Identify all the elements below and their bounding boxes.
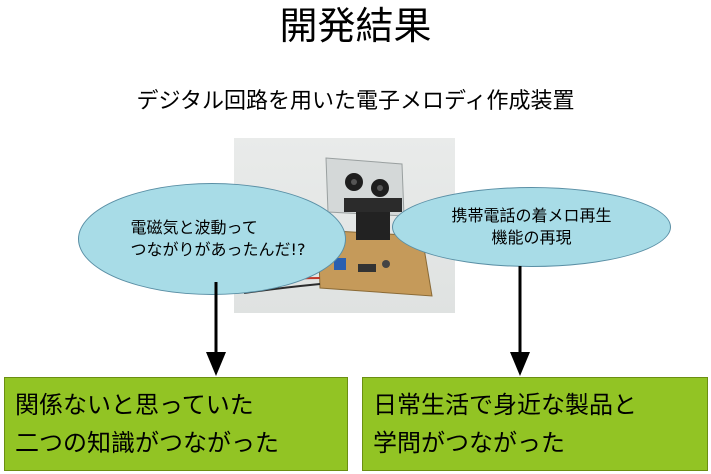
callout-ringtone: 携帯電話の着メロ再生 機能の再現 (392, 187, 671, 267)
slide-title: 開発結果 (279, 4, 432, 48)
callout-electromagnetism: 電磁気と波動って つながりがあったんだ!? (78, 183, 346, 295)
slide-subtitle: デジタル回路を用いた電子メロディ作成装置 (136, 89, 575, 114)
conclusion-box-right: 日常生活で身近な製品と 学問がつながった (362, 377, 708, 471)
callout-left-text: 電磁気と波動って つながりがあったんだ!? (130, 218, 306, 259)
arrow-down-left (206, 282, 226, 376)
conclusion-box-left: 関係ないと思っていた 二つの知識がつながった (4, 377, 348, 471)
callout-right-text: 携帯電話の着メロ再生 機能の再現 (451, 206, 612, 247)
arrow-down-right (510, 266, 530, 376)
